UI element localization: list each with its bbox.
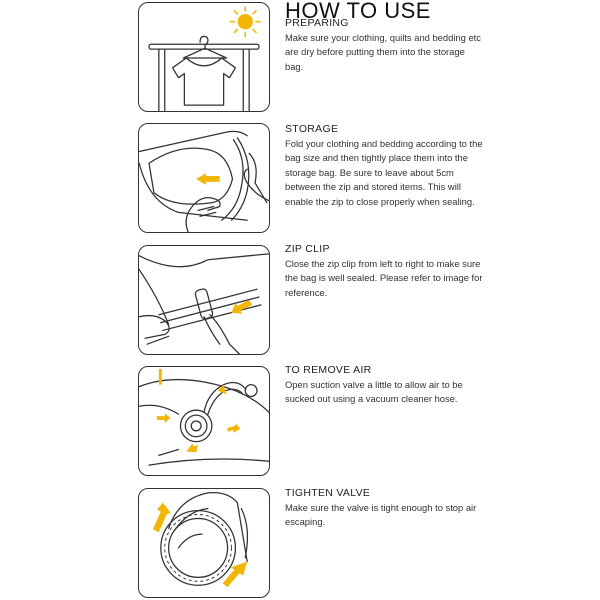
step-storage: STORAGE Fold your clothing and bedding a…	[285, 123, 485, 209]
vacuum-hose-valve-icon	[139, 368, 269, 466]
step-title: TIGHTEN VALVE	[285, 487, 371, 499]
step-remove-air: TO REMOVE AIR Open suction valve a littl…	[285, 364, 485, 407]
step-tighten-valve: TIGHTEN VALVE Make sure the valve is tig…	[285, 487, 485, 530]
step-zip-clip: ZIP CLIP Close the zip clip from left to…	[285, 243, 485, 300]
remove-air-illustration	[138, 366, 270, 476]
step-title: PREPARING	[285, 17, 349, 29]
step-description: Make sure the valve is tight enough to s…	[285, 502, 477, 528]
tighten-valve-icon	[152, 492, 249, 588]
step-title: STORAGE	[285, 123, 339, 135]
storage-illustration	[138, 123, 270, 233]
step-description: Close the zip clip from left to right to…	[285, 258, 483, 298]
step-description: Make sure your clothing, quilts and bedd…	[285, 32, 481, 72]
preparing-illustration	[138, 2, 270, 112]
sun-hanger-shirt-icon	[148, 6, 261, 111]
step-preparing: PREPARING Make sure your clothing, quilt…	[285, 17, 485, 74]
step-description: Open suction valve a little to allow air…	[285, 379, 463, 405]
tighten-valve-illustration	[138, 488, 270, 598]
step-title: TO REMOVE AIR	[285, 364, 372, 376]
step-description: Fold your clothing and bedding according…	[285, 138, 483, 207]
zip-clip-icon	[139, 253, 269, 354]
zip-clip-illustration	[138, 245, 270, 355]
step-title: ZIP CLIP	[285, 243, 330, 255]
page-title: HOW TO USE	[285, 0, 431, 23]
folding-into-bag-icon	[139, 130, 269, 232]
